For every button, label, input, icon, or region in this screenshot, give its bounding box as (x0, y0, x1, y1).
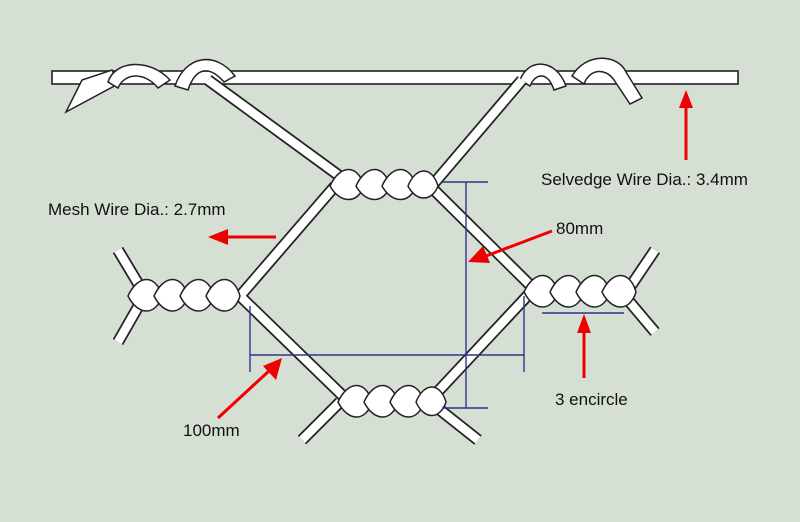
twist-top (329, 168, 439, 201)
twist-bottom (337, 384, 447, 418)
height-dimension-label: 80mm (556, 219, 604, 238)
twist-left (127, 278, 241, 312)
arrow-mesh-wire (208, 229, 276, 245)
twist-count-label: 3 encircle (555, 390, 628, 409)
dimension-lines (249, 181, 624, 409)
twist-right (523, 274, 637, 308)
mesh-wire-label: Mesh Wire Dia.: 2.7mm (48, 200, 226, 219)
width-dimension-label: 100mm (183, 421, 240, 440)
arrow-twists (577, 314, 591, 378)
arrow-width (216, 358, 282, 420)
arrow-selvedge (679, 90, 693, 160)
arrow-height (468, 229, 553, 263)
selvedge-wrap-left (64, 58, 237, 114)
selvedge-wrap-right (519, 57, 644, 105)
selvedge-wire-label: Selvedge Wire Dia.: 3.4mm (541, 170, 748, 189)
mesh-wires (112, 75, 660, 445)
